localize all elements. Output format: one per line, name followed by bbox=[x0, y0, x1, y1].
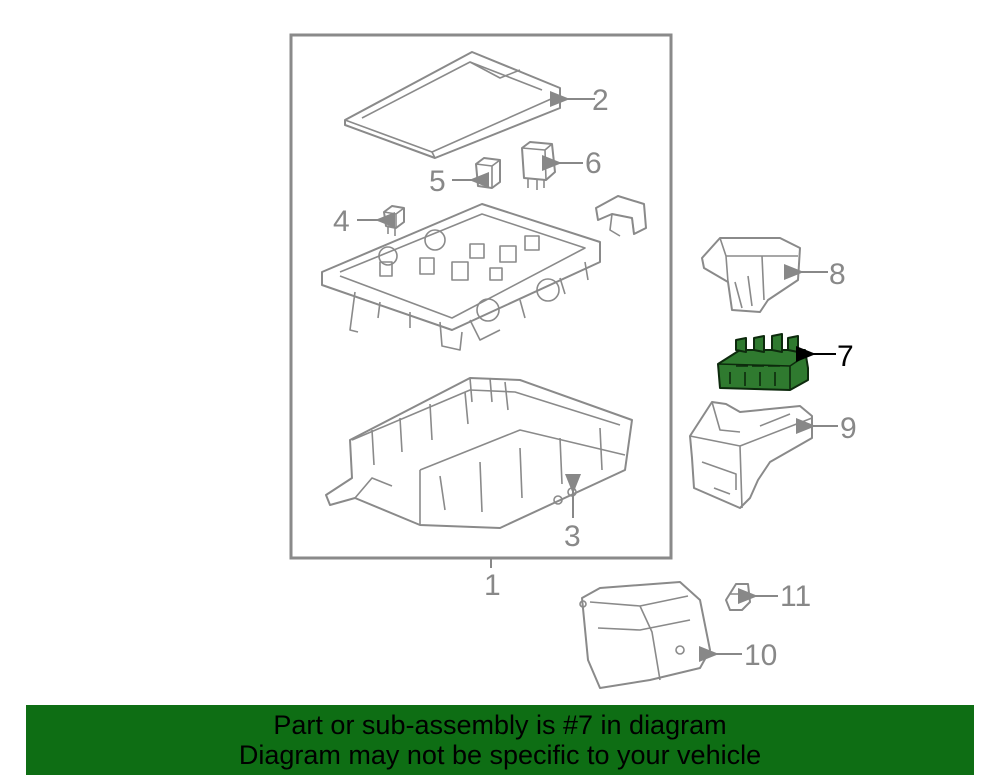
banner-line-1: Part or sub-assembly is #7 in diagram bbox=[273, 710, 727, 740]
part-9-bracket[interactable] bbox=[689, 401, 813, 509]
leader-lines bbox=[357, 91, 838, 662]
upper-housing bbox=[321, 203, 601, 351]
callout-7: 7 bbox=[837, 340, 854, 373]
callout-11: 11 bbox=[780, 580, 811, 613]
info-banner: Part or sub-assembly is #7 in diagram Di… bbox=[26, 705, 974, 775]
callout-5: 5 bbox=[429, 165, 446, 198]
callout-1: 1 bbox=[484, 569, 501, 602]
part-5-minirelay[interactable] bbox=[475, 157, 501, 189]
part-6-relay[interactable] bbox=[521, 141, 556, 190]
callout-4: 4 bbox=[333, 205, 350, 238]
callout-6: 6 bbox=[585, 147, 602, 180]
callout-8: 8 bbox=[829, 258, 846, 291]
part-7-terminal-block[interactable] bbox=[717, 333, 809, 391]
callout-2: 2 bbox=[592, 84, 609, 117]
assembly-frame bbox=[289, 33, 673, 560]
callout-9: 9 bbox=[840, 412, 857, 445]
part-10-shield[interactable] bbox=[579, 581, 711, 689]
part-2-cover[interactable] bbox=[344, 51, 561, 159]
part-3-lower-housing[interactable] bbox=[325, 377, 633, 529]
part-11-pin[interactable] bbox=[725, 583, 751, 611]
part-8-bracket[interactable] bbox=[701, 237, 801, 313]
part-4-fuse[interactable] bbox=[383, 205, 405, 236]
clip-cover bbox=[595, 195, 647, 237]
callout-3: 3 bbox=[564, 520, 581, 553]
callout-10: 10 bbox=[744, 639, 777, 672]
banner-line-2: Diagram may not be specific to your vehi… bbox=[238, 740, 762, 770]
